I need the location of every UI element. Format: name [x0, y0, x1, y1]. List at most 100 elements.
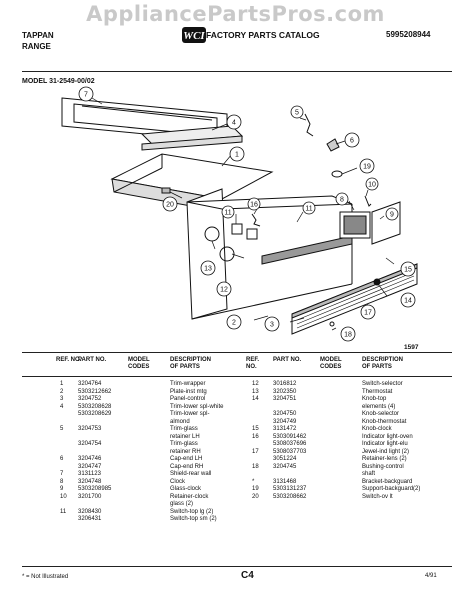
not-illustrated-note: * = Not Illustrated [22, 574, 69, 580]
callout-20: 20 [162, 196, 178, 212]
table-cell-description: Indicator light-oven [362, 433, 413, 440]
table-cell-description: Retainer-lens (2) [362, 456, 407, 462]
table-cell-description: retainer RH [170, 448, 201, 455]
table-cell-description: shaft [362, 471, 376, 477]
col-desc-right: DESCRIPTION OF PARTS [362, 357, 404, 370]
table-cell-part-no: 3204745 [273, 463, 297, 470]
svg-text:15: 15 [404, 267, 412, 274]
table-cell-description: Shield-rear wall [170, 471, 212, 477]
table-cell-description: Trim-lower spl-white [170, 403, 224, 410]
part-18-bushing [329, 321, 335, 327]
table-cell-description: elements (4) [362, 403, 396, 410]
table-cell-description: Switch-ov lt [362, 493, 393, 500]
table-cell-ref-no: 3 [60, 396, 64, 402]
callout-16: 16 [247, 197, 261, 211]
brand-line-1: TAPPAN [22, 31, 54, 40]
header-rule [22, 71, 452, 72]
table-cell-part-no: 5308037703 [273, 448, 307, 455]
table-cell-description: Thermostat [362, 388, 393, 395]
table-cell-description: Glass-clock [170, 486, 202, 492]
callout-13: 13 [200, 260, 216, 276]
catalog-title: FACTORY PARTS CATALOG [206, 30, 320, 40]
callout-1: 1 [229, 146, 245, 162]
exploded-parts-diagram: 7 4 1 5 6 19 8 10 9 11 16 11 13 12 2 3 1… [61, 86, 418, 342]
table-cell-description: retainer LH [170, 433, 200, 440]
table-cell-ref-no: 9 [60, 486, 64, 492]
table-cell-ref-no: 12 [252, 381, 259, 387]
svg-text:2: 2 [232, 320, 236, 327]
svg-text:11: 11 [224, 210, 231, 217]
table-cell-description: Jewel-ind light (2) [362, 448, 410, 455]
callout-19: 19 [359, 158, 375, 174]
svg-text:9: 9 [390, 212, 394, 219]
table-cell-ref-no: 14 [252, 396, 259, 402]
callout-5: 5 [290, 105, 304, 119]
table-cell-part-no: 3204747 [78, 463, 102, 470]
part-3-control-panel [261, 235, 418, 335]
table-cell-description: Trim-lower spl- [170, 411, 210, 417]
col-ref-left: REF. NO. [56, 357, 82, 363]
callout-17: 17 [360, 304, 376, 320]
catalog-number: 5995208944 [386, 30, 431, 39]
callout-7: 7 [78, 86, 94, 102]
table-cell-part-no: 5308037696 [273, 441, 307, 447]
table-cell-part-no: 3206431 [78, 516, 102, 522]
svg-text:7: 7 [84, 92, 88, 99]
table-cell-description: Knob-thermostat [362, 418, 407, 425]
callout-14: 14 [400, 292, 416, 308]
table-cell-description: Trim-glass [170, 426, 198, 432]
part-6-end-cap [326, 138, 340, 152]
table-cell-part-no: 3016812 [273, 381, 297, 387]
table-cell-ref-no: 17 [252, 448, 259, 455]
part-20-switch [161, 187, 171, 194]
part-8-clock [339, 211, 371, 239]
table-cell-description: Switch-top lg (2) [170, 508, 214, 515]
wci-logo: WCI [182, 27, 206, 43]
table-cell-part-no: 3204752 [78, 396, 102, 402]
table-cell-part-no: 3204753 [78, 426, 102, 432]
table-cell-description: Plate-inst mtg [170, 388, 207, 395]
table-cell-description: Cap-end LH [170, 456, 203, 462]
callout-10: 10 [365, 177, 379, 191]
table-cell-description: Support-backguard(2) [362, 486, 421, 492]
table-cell-part-no: 3131123 [78, 471, 101, 477]
table-cell-ref-no: 7 [60, 471, 64, 477]
svg-text:17: 17 [364, 310, 372, 317]
svg-text:12: 12 [220, 287, 228, 294]
table-cell-part-no: 3204746 [78, 456, 102, 462]
svg-text:10: 10 [368, 182, 376, 189]
table-cell-ref-no: 15 [252, 426, 259, 432]
table-cell-part-no: 3201700 [78, 493, 102, 500]
table-cell-part-no: 5303212662 [78, 388, 112, 395]
brand-name: TAPPAN RANGE [22, 30, 54, 52]
callout-18: 18 [340, 326, 356, 342]
svg-text:8: 8 [340, 197, 344, 204]
svg-text:3: 3 [270, 322, 274, 329]
table-cell-part-no: 3204748 [78, 478, 102, 485]
table-cell-description: Trim-glass [170, 441, 198, 447]
svg-text:1: 1 [235, 152, 239, 159]
part-10-retainer [364, 195, 372, 207]
table-cell-ref-no: 10 [60, 493, 67, 500]
table-cell-ref-no: 4 [60, 403, 64, 410]
col-model-right: MODEL CODES [320, 357, 342, 370]
callout-15: 15 [400, 261, 416, 277]
table-cell-part-no: 5303208629 [78, 411, 112, 417]
table-cell-description: Indicator light-elu [362, 441, 408, 447]
svg-text:4: 4 [232, 120, 236, 127]
table-cell-part-no: 3204764 [78, 381, 102, 387]
table-cell-description: Switch-top sm (2) [170, 516, 217, 522]
table-cell-part-no: 3202350 [273, 388, 297, 395]
callout-8: 8 [335, 192, 349, 206]
table-cell-part-no: 3131468 [273, 478, 297, 485]
callout-11: 11 [221, 205, 235, 219]
table-cell-description: Cap-end RH [170, 463, 204, 470]
table-cell-part-no: 5303208985 [78, 486, 112, 492]
table-cell-part-no: 3204749 [273, 418, 297, 425]
table-cell-ref-no: 8 [60, 478, 64, 485]
table-cell-part-no: 3131472 [273, 426, 297, 432]
part-14-knob [373, 278, 381, 286]
table-cell-part-no: 5303091462 [273, 433, 307, 440]
part-19-support [331, 170, 343, 178]
